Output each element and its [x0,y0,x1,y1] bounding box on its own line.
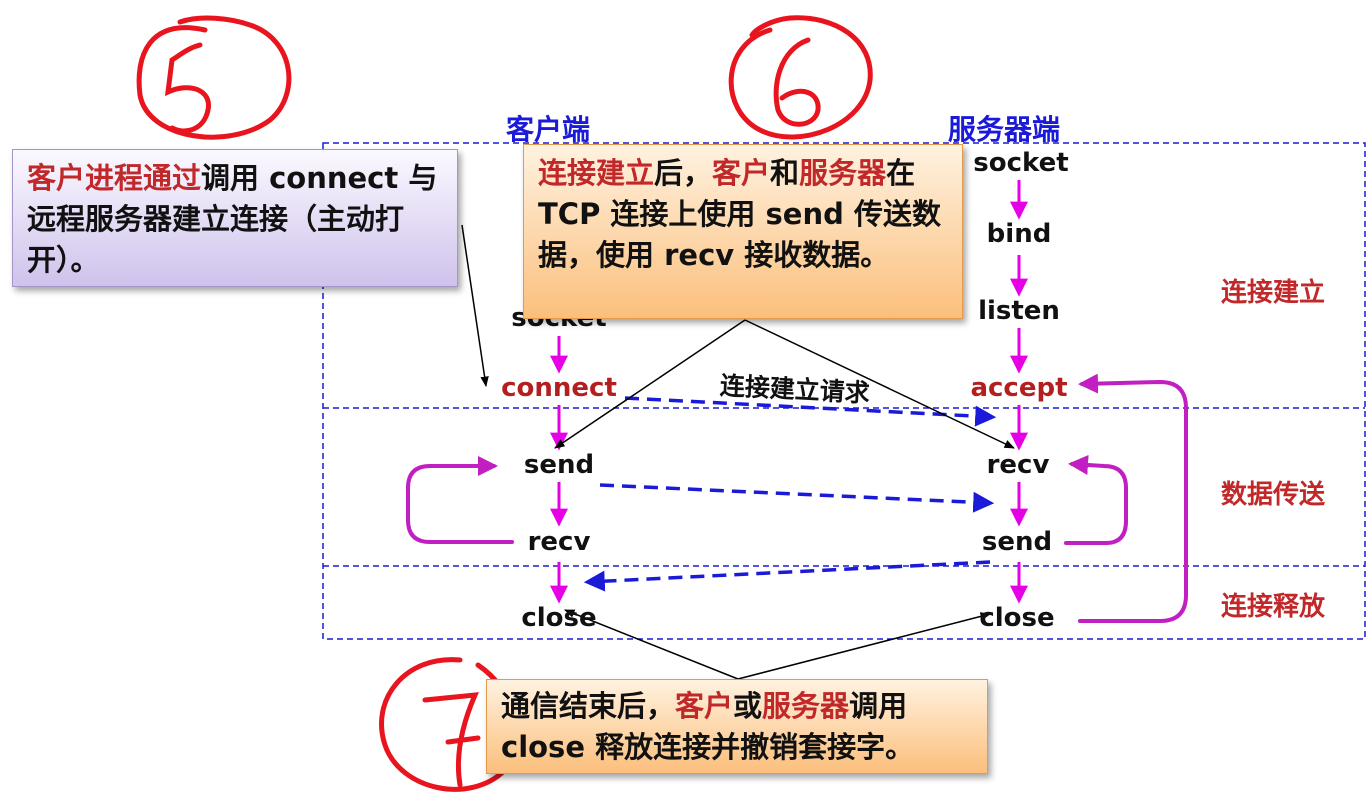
client-recv-label: recv [527,527,591,557]
transfer-note-part4: 和 [770,156,800,190]
client-connect-label: connect [501,373,617,403]
connect-note-highlight: 客户进程通过 [27,161,202,195]
transfer-note-part1: 连接建立 [538,156,655,190]
transfer-note-part2: 后， [654,156,713,190]
phase-transfer-label: 数据传送 [1221,480,1326,510]
server-close-label: close [979,603,1055,633]
close-note-part4: 服务器 [762,689,850,723]
transfer-note-part5: 服务器 [799,156,887,190]
phase-establish-label: 连接建立 [1221,278,1326,308]
close-note-part1: 通信结束后， [501,689,676,723]
handwritten-mark-5 [136,15,292,140]
server-listen-label: listen [978,296,1060,326]
client-send-label: send [523,450,595,480]
phase-frame [322,142,1366,640]
server-recv-label: recv [986,450,1050,480]
transfer-note-box: 连接建立后，客户和服务器在 TCP 连接上使用 send 传送数据，使用 rec… [523,144,963,319]
close-note-part3: 或 [733,689,763,723]
callout-pointers [461,224,1015,680]
loop-arrows [406,373,1188,623]
handwritten-mark-6 [728,15,873,140]
transfer-note-part6: 在 TCP 连接上使用 send 传送数据，使用 recv 接收数据。 [538,156,941,272]
transfer-note-part3: 客户 [712,156,771,190]
connect-note-text: 调用 connect 与远程服务器建立连接（主动打开）。 [27,161,438,277]
phase-release-label: 连接释放 [1221,592,1326,622]
connect-note-box: 客户进程通过调用 connect 与远程服务器建立连接（主动打开）。 [12,149,458,287]
close-note-box: 通信结束后，客户或服务器调用 close 释放连接并撤销套接字。 [486,679,988,774]
server-accept-label: accept [970,373,1068,403]
close-note-part2: 客户 [675,689,734,723]
server-header: 服务器端 [948,113,1061,146]
close-note-part5: 调用 close 释放连接并撤销套接字。 [501,689,915,764]
client-header: 客户端 [506,113,591,146]
server-socket-label: socket [973,148,1069,178]
server-bind-label: bind [986,219,1052,249]
server-send-label: send [981,527,1053,557]
message-arrows [583,396,997,592]
client-close-label: close [521,603,597,633]
